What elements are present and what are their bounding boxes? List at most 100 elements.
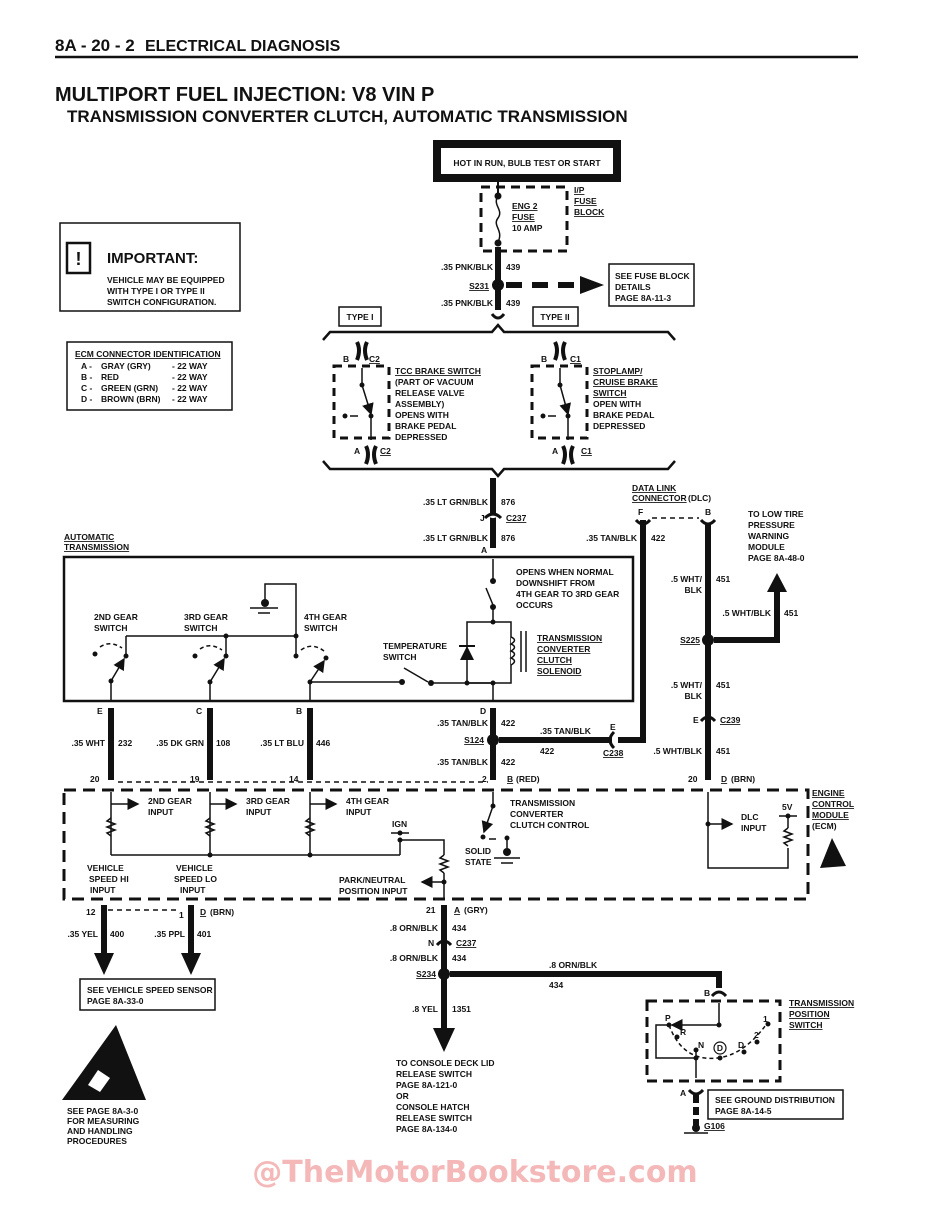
see-fuse-block: PAGE 8A-11-3 — [615, 293, 671, 303]
diagram-label: BRAKE PEDAL — [593, 410, 654, 420]
resistor-icon — [104, 817, 118, 837]
watermark: @TheMotorBookstore.com — [252, 1155, 697, 1190]
dlc-input: DLC INPUT 5V — [705, 792, 797, 869]
diagram-label: 1 — [179, 910, 184, 920]
diagram-label: 446 — [316, 738, 330, 748]
diagram-label: C1 — [581, 446, 592, 456]
data-link-connector: DATA LINK CONNECTOR (DLC) F B .35 TAN/BL… — [586, 483, 805, 784]
diagram-label: PAGE 8A-48-0 — [748, 553, 805, 563]
diagram-label: .5 WHT/BLK — [653, 746, 702, 756]
transmission-position-switch: B P R N D D 2 1 TRANSMISSION POSITION SW… — [645, 988, 854, 1134]
arrow-down-icon — [181, 953, 201, 975]
diagram-label: DATA LINK — [632, 483, 677, 493]
diagram-label: PAGE 8A-121-0 — [396, 1080, 458, 1090]
diagram-label: TRANSMISSION — [510, 798, 575, 808]
diagram-label: 232 — [118, 738, 132, 748]
diagram-label: 4TH GEAR — [346, 796, 389, 806]
diagram-label: .8 YEL — [412, 1004, 438, 1014]
diagram-label: C237 — [456, 938, 477, 948]
diagram-label: PARK/NEUTRAL — [339, 875, 405, 885]
diagram-label: B — [296, 706, 302, 716]
diagram-label: S225 — [680, 635, 700, 645]
diagram-label: 451 — [784, 608, 798, 618]
diagram-label: C2 — [369, 354, 380, 364]
page-subtitle: TRANSMISSION CONVERTER CLUTCH, AUTOMATIC… — [67, 107, 628, 126]
diagram-label: DEPRESSED — [593, 421, 645, 431]
diagram-label: 422 — [501, 757, 515, 767]
stoplamp-cruise-brake-switch: B C1 A C1 STOPLAMP/ CRUISE BRAKE SWITCH … — [530, 341, 658, 465]
diagram-label: D — [200, 907, 206, 917]
diagram-label: GREEN (GRN) — [101, 383, 158, 393]
diagram-label: ENGINE — [812, 788, 845, 798]
vehicle-speed-sensor-wires: 12 1 D (BRN) .35 YEL 400 .35 PPL 401 SEE… — [67, 905, 234, 1011]
splice-s231 — [492, 279, 504, 291]
important-note: ! IMPORTANT: VEHICLE MAY BE EQUIPPED WIT… — [59, 222, 241, 312]
diagram-label: - 22 WAY — [172, 372, 208, 382]
diagram-label: 19 — [190, 774, 200, 784]
diagram-label: BRAKE PEDAL — [395, 421, 456, 431]
diagram-label: RELEASE SWITCH — [396, 1069, 472, 1079]
ecm-connector-row: B - RED - 22 WAY — [81, 372, 208, 382]
diagram-label: 2 — [754, 1030, 759, 1040]
diagram-label: BLK — [685, 691, 703, 701]
diagram-label: P — [665, 1013, 671, 1023]
circuit-number: 439 — [506, 262, 520, 272]
diagram-label: B — [704, 988, 710, 998]
diagram-label: .35 TAN/BLK — [437, 718, 489, 728]
wire-434: 21 A (GRY) .8 ORN/BLK 434 N C237 .8 ORN/… — [390, 905, 722, 1134]
diagram-label: SEE PAGE 8A-3-0 — [67, 1106, 138, 1116]
ecm-connector-row: C - GREEN (GRN) - 22 WAY — [81, 383, 208, 393]
splice-s124 — [487, 734, 499, 746]
diagram-label: .35 TAN/BLK — [586, 533, 638, 543]
diagram-label: POSITION INPUT — [339, 886, 408, 896]
fuse-block: ENG 2 FUSE 10 AMP I/P FUSE BLOCK — [479, 178, 605, 253]
gear-inputs: 2ND GEAR INPUT 3RD GEAR INPUT 4TH GEAR I… — [87, 792, 451, 898]
diagram-label: SWITCH — [593, 388, 627, 398]
gear-switch-wires: E C B .35 WHT 232 .35 DK GRN 108 .35 LT … — [71, 706, 488, 784]
diagram-label: TO LOW TIRE — [748, 509, 804, 519]
important-heading: IMPORTANT: — [107, 250, 198, 267]
diagram-label: 434 — [549, 980, 563, 990]
diagram-label: D — [738, 1040, 744, 1050]
diagram-label: CONVERTER — [537, 644, 590, 654]
diagram-label: B — [705, 507, 711, 517]
diagram-label: (ECM) — [812, 821, 837, 831]
diagram-label: .35 WHT — [71, 738, 105, 748]
diagram-label: .35 DK GRN — [156, 738, 204, 748]
diagram-label: C — [196, 706, 202, 716]
diagram-label: CRUISE BRAKE — [593, 377, 658, 387]
page-header: 8A - 20 - 2 ELECTRICAL DIAGNOSIS MULTIPO… — [55, 36, 858, 126]
diagram-label: 21 — [426, 905, 436, 915]
diagram-label: C - — [81, 383, 93, 393]
diagram-label: SEE VEHICLE SPEED SENSOR — [87, 985, 213, 995]
diagram-label: 422 — [540, 746, 554, 756]
diagram-label: 422 — [651, 533, 665, 543]
diagram-label: TEMPERATURE — [383, 641, 447, 651]
diagram-label: CONSOLE HATCH — [396, 1102, 470, 1112]
diagram-label: TCC BRAKE SWITCH — [395, 366, 481, 376]
diagram-label: D — [480, 706, 486, 716]
diagram-label: E — [610, 722, 616, 732]
diagram-label: MODULE — [812, 810, 849, 820]
diagram-label: A — [481, 545, 487, 555]
diagram-label: INPUT — [90, 885, 116, 895]
esd-handling-note: SEE PAGE 8A-3-0 FOR MEASURING AND HANDLI… — [62, 1025, 146, 1146]
diagram-label: A — [454, 905, 460, 915]
diagram-label: E — [693, 715, 699, 725]
diagram-label: INPUT — [741, 823, 767, 833]
diagram-label: DOWNSHIFT FROM — [516, 578, 595, 588]
diagram-label: E — [97, 706, 103, 716]
ecm-connector-row: D - BROWN (BRN) - 22 WAY — [81, 394, 208, 404]
diagram-label: .35 LT GRN/BLK — [423, 533, 489, 543]
diagram-label: S124 — [464, 735, 484, 745]
diagram-label: 108 — [216, 738, 230, 748]
diagram-label: - 22 WAY — [172, 383, 208, 393]
resistor-icon — [781, 827, 795, 847]
diagram-label: OR — [396, 1091, 409, 1101]
type-options: TYPE I TYPE II — [322, 306, 676, 478]
diagram-label: FOR MEASURING — [67, 1116, 140, 1126]
diagram-label: C2 — [380, 446, 391, 456]
diagram-label: 434 — [452, 953, 466, 963]
diagram-label: WARNING — [748, 531, 789, 541]
